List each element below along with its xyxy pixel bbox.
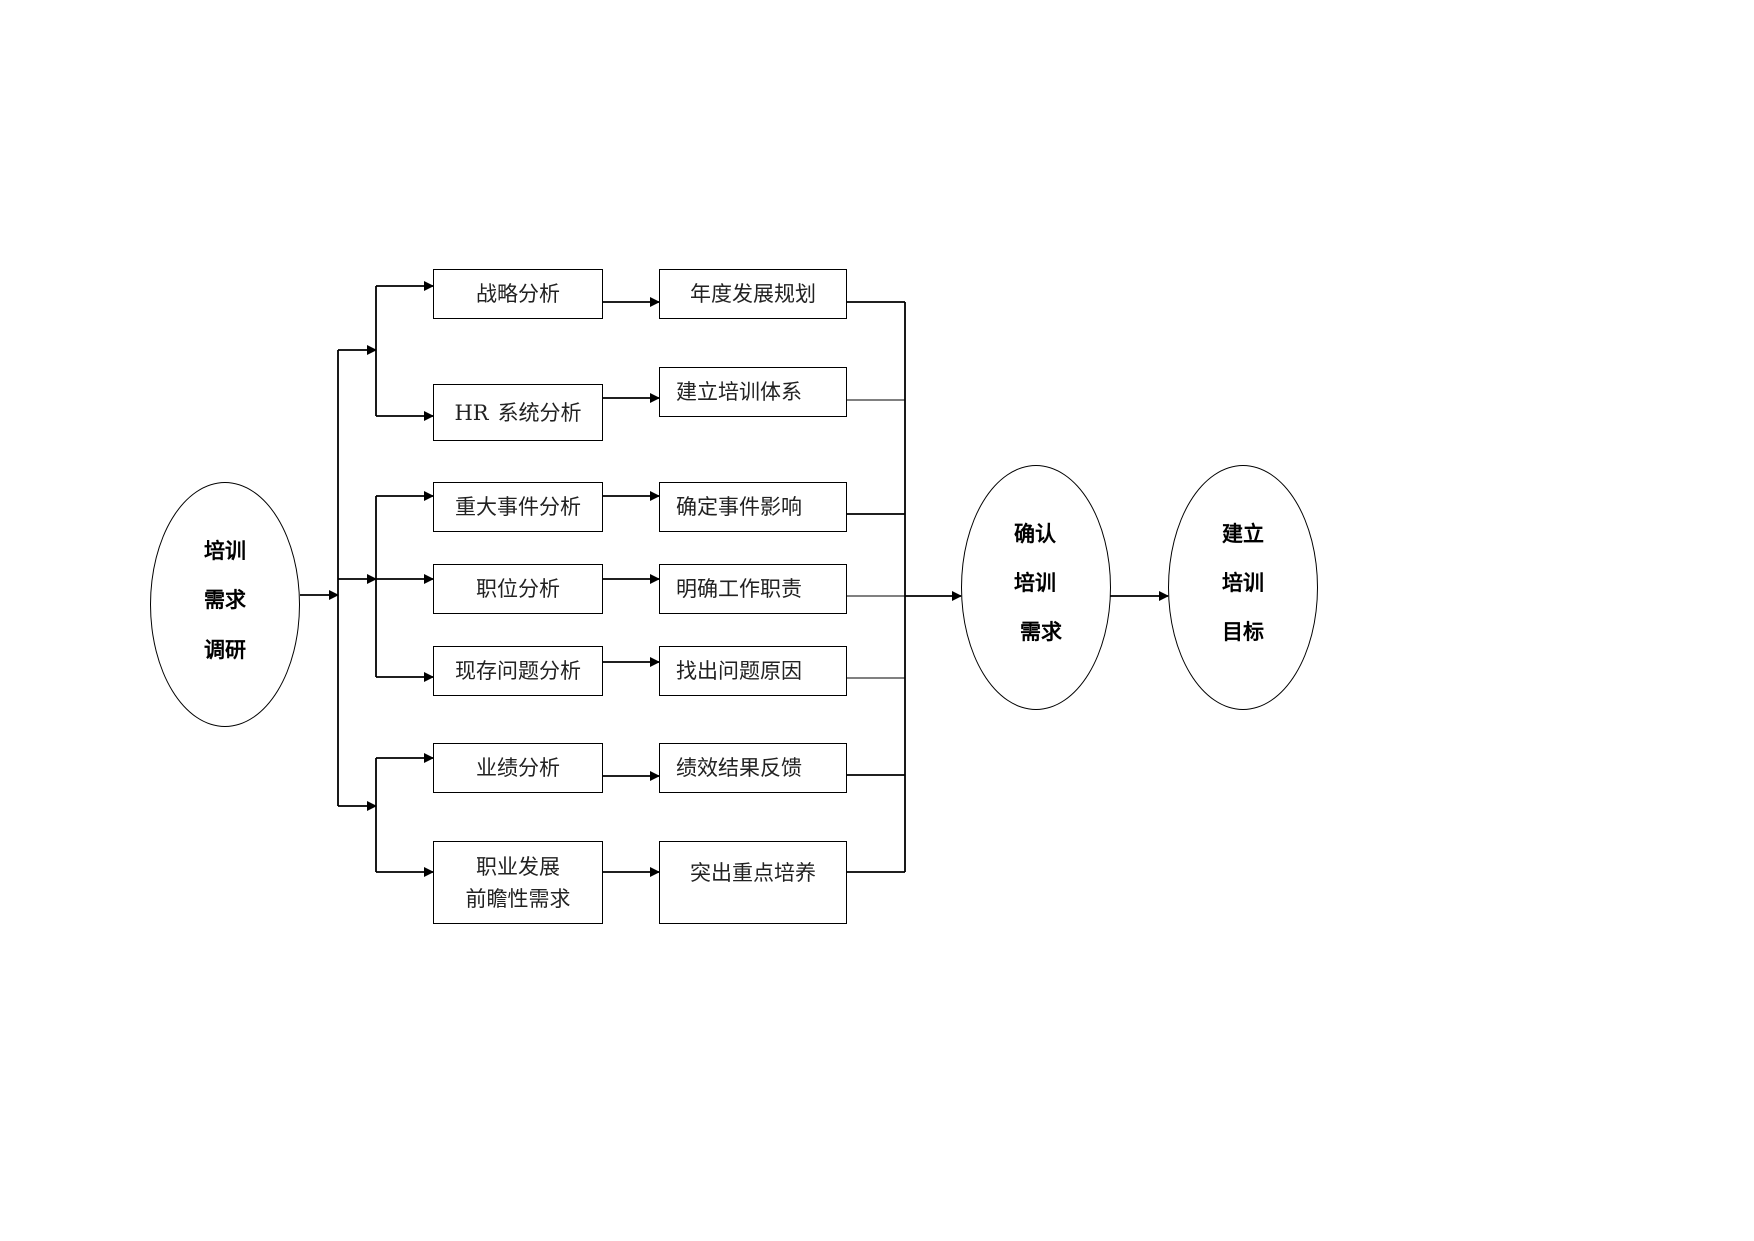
training-system-box: 建立培训体系: [659, 367, 847, 417]
hr-prefix: HR: [454, 400, 489, 425]
goal-label-line1: 建立: [1222, 522, 1264, 546]
performance-feedback-label: 绩效结果反馈: [676, 756, 802, 780]
hr-system-analysis-box: HR 系统分析: [433, 384, 603, 441]
goal-label-line3: 目标: [1222, 620, 1264, 644]
career-development-line2: 前瞻性需求: [465, 886, 571, 911]
hr-system-analysis-label: 系统分析: [497, 400, 582, 425]
job-duties-label: 明确工作职责: [676, 577, 802, 601]
current-problem-analysis-box: 现存问题分析: [433, 646, 603, 696]
annual-plan-box: 年度发展规划: [659, 269, 847, 319]
major-event-analysis-box: 重大事件分析: [433, 482, 603, 532]
performance-analysis-box: 业绩分析: [433, 743, 603, 793]
current-problem-analysis-label: 现存问题分析: [455, 659, 581, 683]
career-development-box: 职业发展 前瞻性需求: [433, 841, 603, 924]
key-training-label: 突出重点培养: [690, 861, 816, 885]
training-needs-research-node: [150, 482, 300, 727]
strategy-analysis-box: 战略分析: [433, 269, 603, 319]
position-analysis-label: 职位分析: [476, 577, 560, 601]
start-label-line1: 培训: [204, 539, 246, 563]
key-training-box: 突出重点培养: [659, 841, 847, 924]
confirm-training-needs-node: [961, 465, 1111, 710]
problem-cause-label: 找出问题原因: [676, 659, 802, 683]
performance-analysis-label: 业绩分析: [476, 756, 560, 780]
start-label-line2: 需求: [204, 588, 246, 612]
start-label-line3: 调研: [204, 638, 246, 662]
event-impact-box: 确定事件影响: [659, 482, 847, 532]
training-system-label: 建立培训体系: [676, 380, 802, 404]
strategy-analysis-label: 战略分析: [476, 282, 560, 306]
performance-feedback-box: 绩效结果反馈: [659, 743, 847, 793]
job-duties-box: 明确工作职责: [659, 564, 847, 614]
confirm-label-line3: 需求: [1020, 620, 1062, 644]
establish-training-goal-node: [1168, 465, 1318, 710]
confirm-label-line1: 确认: [1014, 522, 1056, 546]
confirm-label-line2: 培训: [1014, 571, 1056, 595]
annual-plan-label: 年度发展规划: [690, 282, 816, 306]
major-event-analysis-label: 重大事件分析: [455, 495, 581, 519]
position-analysis-box: 职位分析: [433, 564, 603, 614]
problem-cause-box: 找出问题原因: [659, 646, 847, 696]
goal-label-line2: 培训: [1222, 571, 1264, 595]
event-impact-label: 确定事件影响: [676, 495, 802, 519]
career-development-line1: 职业发展: [476, 854, 560, 879]
